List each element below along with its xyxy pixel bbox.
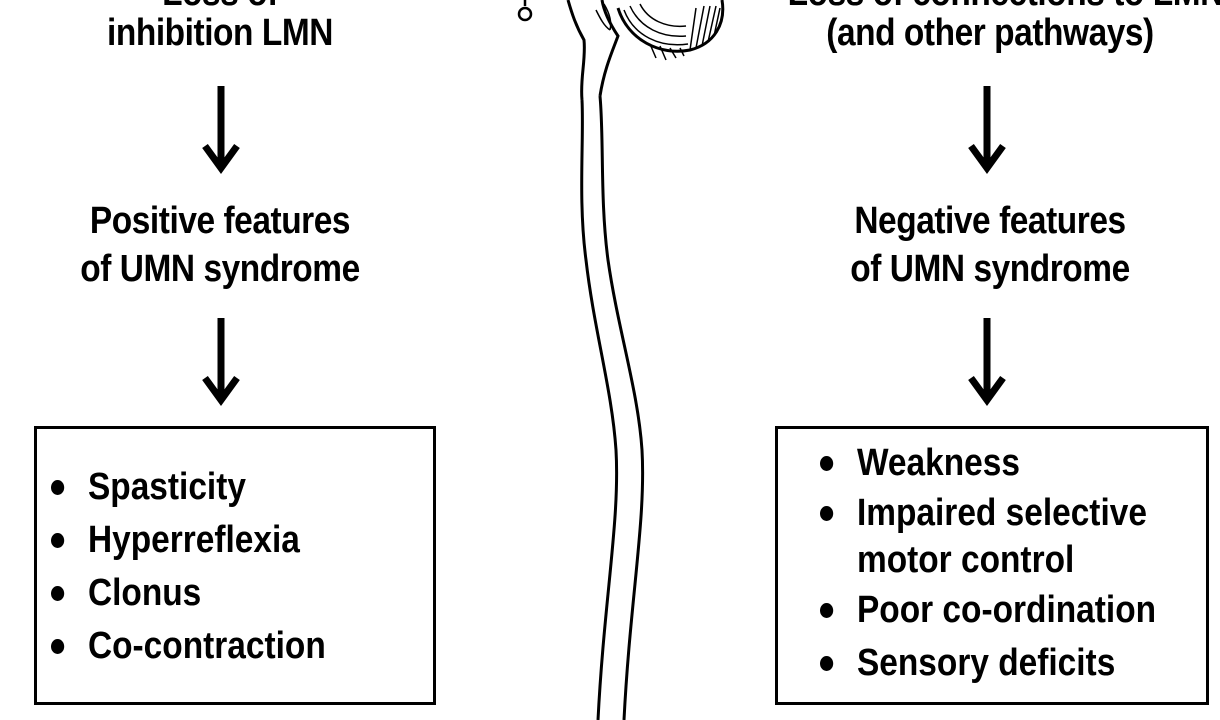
bullet-icon <box>51 639 65 654</box>
list-item: Sensory deficits <box>820 637 1160 690</box>
list-item-continuation: motor control <box>856 539 1075 581</box>
right-features-line2: of UMN syndrome <box>850 248 1130 290</box>
right-arrow-2 <box>968 318 1006 406</box>
negative-features-list: Weakness Impaired selective motor contro… <box>820 437 1206 690</box>
right-features-line1: Negative features <box>854 200 1126 242</box>
left-arrow-2 <box>202 318 240 406</box>
bullet-icon <box>820 603 834 618</box>
bullet-icon <box>51 533 65 548</box>
left-heading: inhibition LMN <box>107 12 333 54</box>
list-item: Weakness <box>820 437 1160 490</box>
list-item: Impaired selective <box>820 490 1160 537</box>
bullet-icon <box>51 480 65 495</box>
right-arrow-1 <box>968 86 1006 174</box>
list-item: Co-contraction <box>51 620 387 673</box>
right-heading: (and other pathways) <box>826 12 1154 54</box>
left-features-line1: Positive features <box>89 200 351 242</box>
bullet-icon <box>820 656 834 671</box>
spinal-cord-illustration <box>517 0 725 720</box>
list-item: Hyperreflexia <box>51 514 387 567</box>
list-item: Poor co-ordination <box>820 584 1160 637</box>
left-heading-partial: Loss of <box>62 0 379 18</box>
negative-features-box: Weakness Impaired selective motor contro… <box>775 426 1209 705</box>
left-arrow-1 <box>202 86 240 174</box>
bullet-icon <box>820 506 834 521</box>
list-item: Clonus <box>51 567 387 620</box>
left-features-line2: of UMN syndrome <box>80 248 360 290</box>
right-heading-partial: Loss of connections to LMN <box>788 0 1220 18</box>
bullet-icon <box>51 586 65 601</box>
list-item: Spasticity <box>51 461 387 514</box>
positive-features-box: Spasticity Hyperreflexia Clonus Co-contr… <box>34 426 436 705</box>
bullet-icon <box>820 456 834 471</box>
positive-features-list: Spasticity Hyperreflexia Clonus Co-contr… <box>51 461 433 673</box>
